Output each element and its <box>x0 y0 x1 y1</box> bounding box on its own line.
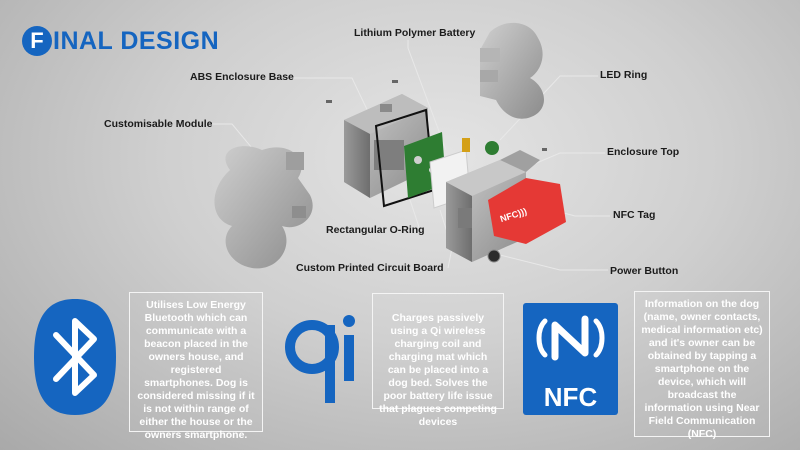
label-enclosure-top: Enclosure Top <box>607 146 680 158</box>
label-power-button: Power Button <box>610 265 679 277</box>
label-custom-pcb: Custom Printed Circuit Board <box>296 262 444 274</box>
nfc-tag: NFC))) <box>488 178 566 244</box>
bluetooth-icon <box>34 299 116 415</box>
abs-base-leader <box>293 77 373 121</box>
lipo-leader <box>407 40 447 151</box>
nfc-logo: NFC <box>523 303 618 415</box>
led-ring <box>485 141 499 155</box>
screw-3 <box>542 148 547 151</box>
power-button <box>487 249 501 263</box>
label-lithium-polymer-battery: Lithium Polymer Battery <box>354 27 476 39</box>
title-initial: F <box>22 26 52 56</box>
qi-info-text: Charges passively using a Qi wireless ch… <box>379 312 497 428</box>
nfc-info-box: Information on the dog (name, owner cont… <box>634 291 770 440</box>
label-nfc-tag: NFC Tag <box>613 209 656 221</box>
led-ring-leader <box>499 75 598 141</box>
qi-info-box: Charges passively using a Qi wireless ch… <box>372 293 504 428</box>
exploded-view-illustration: NFC))) <box>214 22 566 269</box>
page-title: F INAL DESIGN <box>22 24 219 58</box>
label-rectangular-o-ring: Rectangular O-Ring <box>326 224 425 236</box>
screw-2 <box>326 100 332 103</box>
o-ring-leader <box>409 199 421 231</box>
bluetooth-info-text: Utilises Low Energy Bluetooth which can … <box>137 299 255 441</box>
qi-wireless-icon <box>285 315 355 403</box>
label-led-ring: LED Ring <box>600 69 648 81</box>
label-customisable-module: Customisable Module <box>104 118 213 130</box>
screw-1 <box>392 80 398 83</box>
customisable-module-left <box>214 146 313 269</box>
label-abs-enclosure-base: ABS Enclosure Base <box>190 71 294 83</box>
battery-wire <box>462 138 470 152</box>
title-text: INAL DESIGN <box>53 26 220 55</box>
nfc-info-text: Information on the dog (name, owner cont… <box>641 298 763 440</box>
bluetooth-info-box: Utilises Low Energy Bluetooth which can … <box>129 292 263 441</box>
nfc-logo-text: NFC <box>543 382 598 412</box>
customisable-module-right <box>480 22 544 119</box>
power-leader <box>499 254 608 271</box>
nfc-icon <box>536 315 605 361</box>
